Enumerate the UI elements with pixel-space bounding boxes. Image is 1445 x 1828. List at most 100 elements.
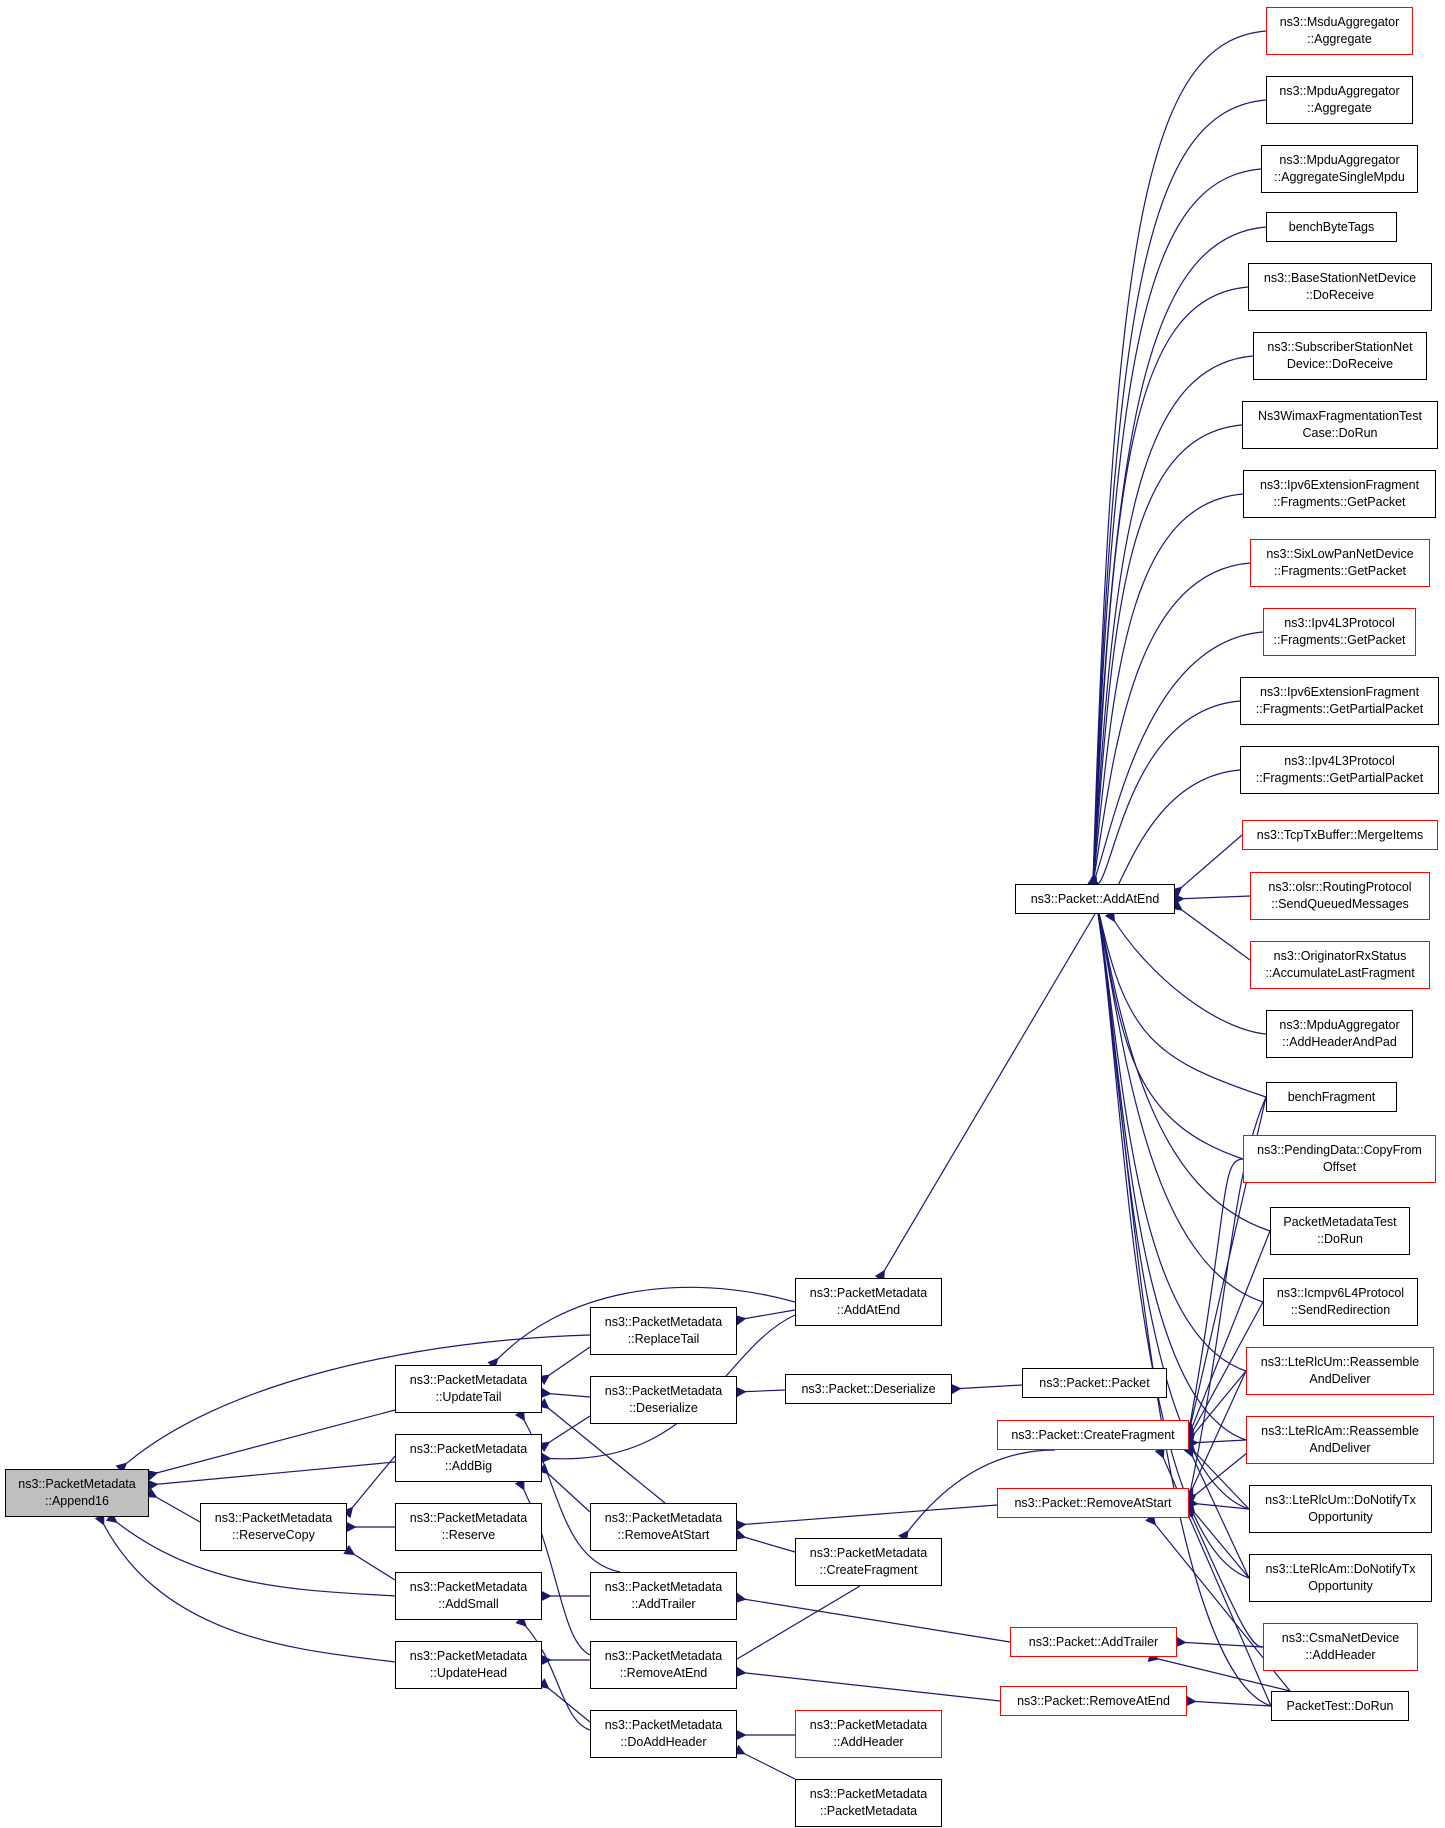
node-add-small[interactable]: ns3::PacketMetadata ::AddSmall [395,1572,542,1620]
node-ipv6-ext-frag-partial[interactable]: ns3::Ipv6ExtensionFragment ::Fragments::… [1240,677,1439,725]
call-edge-47 [1173,893,1251,905]
node-ipv4l3-get-line1: ns3::Ipv4L3Protocol [1284,616,1395,630]
node-add-at-end-meta[interactable]: ns3::PacketMetadata ::AddAtEnd [795,1278,942,1326]
node-add-trailer-meta[interactable]: ns3::PacketMetadata ::AddTrailer [590,1572,737,1620]
node-packet-remove-at-start[interactable]: ns3::Packet::RemoveAtStart [997,1488,1189,1518]
call-edge-41 [1087,493,1244,886]
node-replace-tail[interactable]: ns3::PacketMetadata ::ReplaceTail [590,1307,737,1355]
node-icmpv6-redirect-line1: ns3::Icmpv6L4Protocol [1276,1286,1405,1300]
node-tcp-tx-merge[interactable]: ns3::TcpTxBuffer::MergeItems [1242,820,1438,850]
node-add-big[interactable]: ns3::PacketMetadata ::AddBig [395,1434,542,1482]
call-edge-51 [1087,881,1244,1160]
call-edge-1 [115,1334,591,1474]
call-edge-29 [723,1585,861,1671]
call-edge-24 [950,1383,1023,1395]
call-edge-39 [1087,355,1254,886]
call-edge-2 [146,1409,396,1481]
node-packet-packet[interactable]: ns3::Packet::Packet [1022,1368,1167,1398]
node-reserve-copy[interactable]: ns3::PacketMetadata ::ReserveCopy [200,1503,347,1551]
node-lte-um-notify[interactable]: ns3::LteRlcUm::DoNotifyTx Opportunity [1249,1485,1432,1533]
node-add-header-meta[interactable]: ns3::PacketMetadata ::AddHeader [795,1710,942,1758]
call-edge-66 [1183,1445,1250,1579]
call-edge-32 [733,1744,796,1780]
call-edge-42 [1087,562,1251,886]
node-reserve[interactable]: ns3::PacketMetadata ::Reserve [395,1503,542,1551]
node-icmpv6-redirect[interactable]: ns3::Icmpv6L4Protocol ::SendRedirection [1263,1278,1418,1326]
node-csma-add-header[interactable]: ns3::CsmaNetDevice ::AddHeader [1263,1623,1418,1671]
node-reserve-copy-line1: ns3::PacketMetadata [214,1511,333,1525]
node-wimax-frag-test[interactable]: Ns3WimaxFragmentationTest Case::DoRun [1242,401,1438,449]
node-packet-metadata-ctor-line1: ns3::PacketMetadata [809,1787,928,1801]
node-lte-um-reassemble-line1: ns3::LteRlcUm::Reassemble [1260,1355,1420,1369]
call-edge-69 [1187,1497,1250,1510]
node-packet-test[interactable]: PacketTest::DoRun [1271,1691,1409,1721]
node-ipv6-ext-frag-get[interactable]: ns3::Ipv6ExtensionFragment ::Fragments::… [1243,470,1436,518]
node-packet-metadata-ctor[interactable]: ns3::PacketMetadata ::PacketMetadata [795,1779,942,1827]
node-lte-um-reassemble[interactable]: ns3::LteRlcUm::Reassemble AndDeliver [1246,1347,1434,1395]
node-add-header-meta-line1: ns3::PacketMetadata [809,1718,928,1732]
node-csma-add-header-line1: ns3::CsmaNetDevice [1281,1631,1400,1645]
node-ipv4l3-partial[interactable]: ns3::Ipv4L3Protocol ::Fragments::GetPart… [1240,746,1439,794]
node-deserialize-meta[interactable]: ns3::PacketMetadata ::Deserialize [590,1376,737,1424]
call-edge-60 [1183,1158,1244,1433]
node-packet-deserialize[interactable]: ns3::Packet::Deserialize [785,1374,952,1404]
node-do-add-header[interactable]: ns3::PacketMetadata ::DoAddHeader [590,1710,737,1758]
call-edge-65 [1184,1441,1250,1510]
call-edge-63 [1184,1370,1247,1445]
call-edge-75 [1175,1636,1264,1648]
call-edge-54 [1087,881,1247,1372]
call-edge-58 [1087,881,1272,1707]
node-remove-at-end-meta[interactable]: ns3::PacketMetadata ::RemoveAtEnd [590,1641,737,1689]
node-pending-copy[interactable]: ns3::PendingData::CopyFrom Offset [1243,1135,1436,1183]
node-append16-line1: ns3::PacketMetadata [18,1477,136,1491]
node-packet-add-at-end[interactable]: ns3::Packet::AddAtEnd [1015,884,1175,914]
node-msdu-aggregate[interactable]: ns3::MsduAggregator ::Aggregate [1266,7,1413,55]
node-olsr-send[interactable]: ns3::olsr::RoutingProtocol ::SendQueuedM… [1250,872,1430,920]
node-packet-add-trailer-line1: ns3::Packet::AddTrailer [1028,1634,1159,1649]
node-mpdu-aggregate-single-line2: ::AggregateSingleMpdu [1274,170,1405,184]
call-edge-14 [538,1415,591,1453]
node-add-header-meta-line2: ::AddHeader [833,1735,904,1749]
node-mpdu-aggregate[interactable]: ns3::MpduAggregator ::Aggregate [1266,76,1413,124]
node-originator-accumulate[interactable]: ns3::OriginatorRxStatus ::AccumulateLast… [1250,941,1430,989]
node-packet-add-trailer[interactable]: ns3::Packet::AddTrailer [1010,1627,1177,1657]
call-edge-28 [735,1592,1011,1643]
node-packet-remove-at-end[interactable]: ns3::Packet::RemoveAtEnd [1000,1686,1187,1716]
node-bench-byte-tags-line1: benchByteTags [1288,219,1375,234]
node-packet-metadata-test[interactable]: PacketMetadataTest ::DoRun [1270,1207,1410,1255]
node-ipv4l3-get[interactable]: ns3::Ipv4L3Protocol ::Fragments::GetPack… [1263,608,1416,656]
call-edge-62 [1183,1301,1264,1442]
node-packet-metadata-test-line2: ::DoRun [1317,1232,1363,1246]
call-edge-25 [874,913,1096,1282]
node-update-head[interactable]: ns3::PacketMetadata ::UpdateHead [395,1641,542,1689]
node-create-fragment-meta[interactable]: ns3::PacketMetadata ::CreateFragment [795,1538,942,1586]
node-base-station-receive[interactable]: ns3::BaseStationNetDevice ::DoReceive [1248,263,1432,311]
call-edge-27 [734,1529,796,1553]
node-remove-at-start-meta[interactable]: ns3::PacketMetadata ::RemoveAtStart [590,1503,737,1551]
node-mpdu-add-header-pad-line2: ::AddHeaderAndPad [1282,1035,1397,1049]
node-lte-am-notify[interactable]: ns3::LteRlcAm::DoNotifyTx Opportunity [1249,1554,1432,1602]
node-deserialize-meta-line1: ns3::PacketMetadata [604,1384,723,1398]
node-ipv6-ext-frag-partial-line1: ns3::Ipv6ExtensionFragment [1259,685,1420,699]
node-packet-add-at-end-line1: ns3::Packet::AddAtEnd [1030,891,1160,906]
node-bench-fragment[interactable]: benchFragment [1266,1082,1397,1112]
node-mpdu-aggregate-single[interactable]: ns3::MpduAggregator ::AggregateSingleMpd… [1261,145,1418,193]
node-lte-am-reassemble[interactable]: ns3::LteRlcAm::Reassemble AndDeliver [1246,1416,1434,1464]
call-edge-30 [735,1666,1001,1702]
node-update-tail[interactable]: ns3::PacketMetadata ::UpdateTail [395,1365,542,1413]
node-mpdu-add-header-pad[interactable]: ns3::MpduAggregator ::AddHeaderAndPad [1266,1010,1413,1058]
node-lte-am-reassemble-line2: AndDeliver [1309,1441,1371,1455]
call-edge-22 [735,1309,796,1326]
node-bench-byte-tags[interactable]: benchByteTags [1266,212,1397,242]
node-csma-add-header-line2: ::AddHeader [1305,1648,1376,1662]
node-replace-tail-line2: ::ReplaceTail [627,1332,700,1346]
call-edge-40 [1087,424,1243,886]
node-sixlowpan-get[interactable]: ns3::SixLowPanNetDevice ::Fragments::Get… [1250,539,1430,587]
node-packet-create-fragment[interactable]: ns3::Packet::CreateFragment [997,1420,1189,1450]
node-lte-am-notify-line1: ns3::LteRlcAm::DoNotifyTx [1265,1562,1416,1576]
node-subscriber-station-receive[interactable]: ns3::SubscriberStationNet Device::DoRece… [1253,332,1427,380]
call-edge-21 [537,1678,591,1723]
call-edge-50 [1087,881,1267,1098]
node-add-trailer-meta-line1: ns3::PacketMetadata [604,1580,723,1594]
